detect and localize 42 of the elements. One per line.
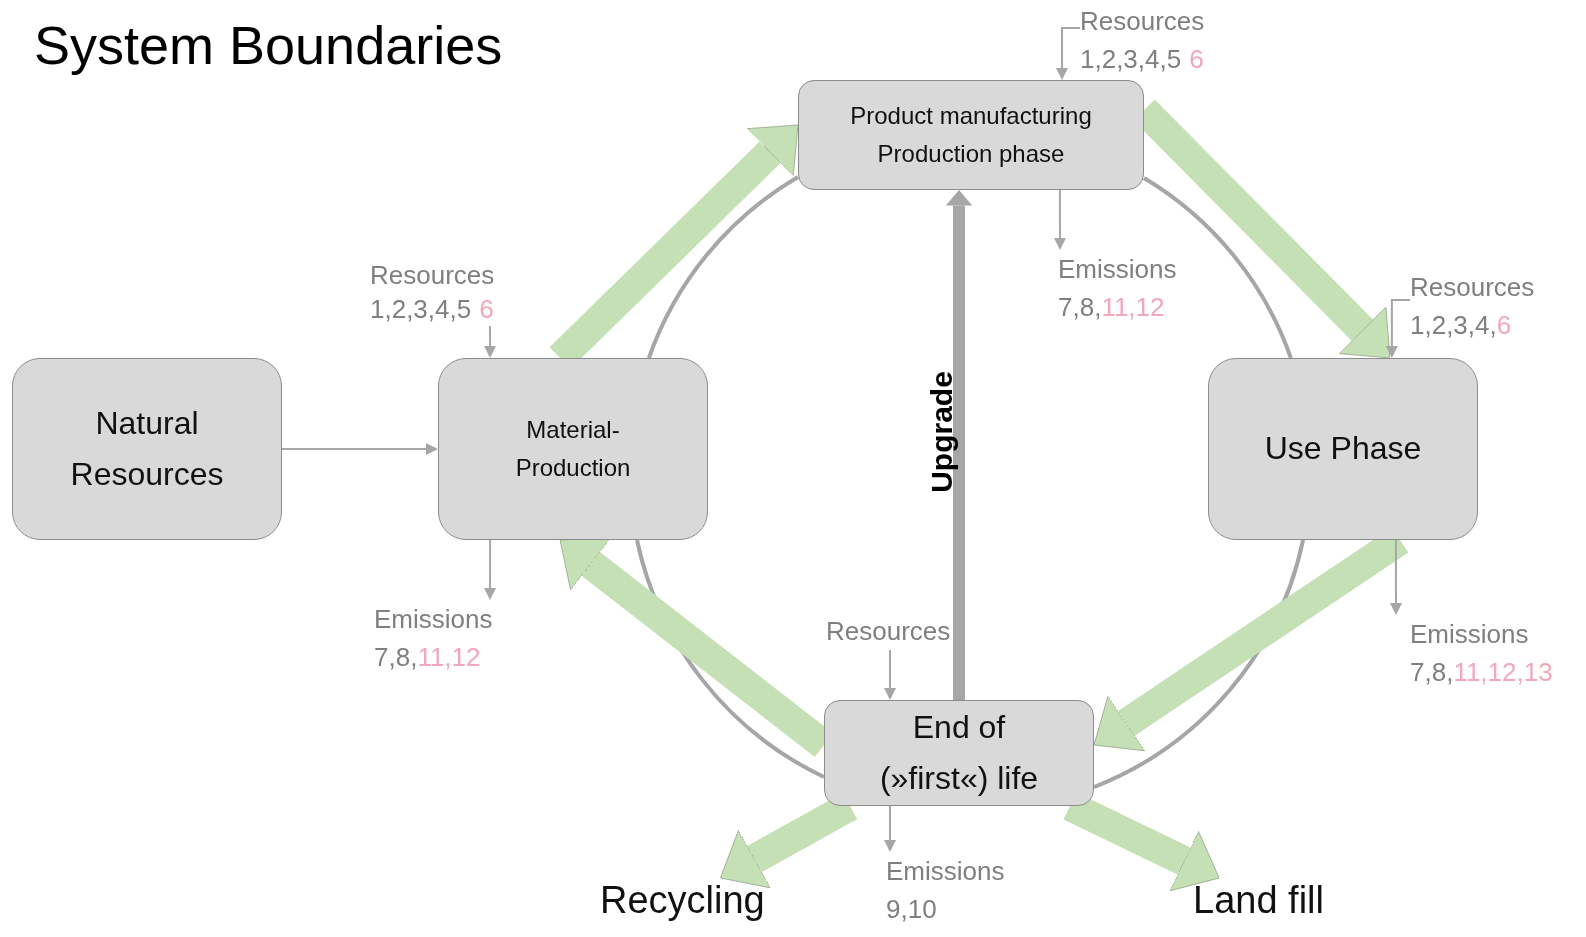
arrow bbox=[484, 325, 497, 358]
process-box: Natural Resources bbox=[12, 358, 282, 540]
flow-heading: Emissions bbox=[1410, 619, 1529, 649]
arrow bbox=[484, 539, 496, 600]
highlighted-numbers: 6 bbox=[1496, 310, 1512, 340]
flow-heading: Resources bbox=[1410, 272, 1535, 302]
flow-heading: Resources bbox=[1080, 6, 1205, 36]
arrow bbox=[281, 443, 438, 455]
arrow bbox=[1385, 299, 1411, 358]
outcome-label: Land fill bbox=[1193, 878, 1324, 922]
process-box: Product manufacturing Production phase bbox=[798, 80, 1144, 190]
cycle-arc bbox=[1142, 176, 1293, 359]
process-box: Use Phase bbox=[1208, 358, 1478, 540]
substance-numbers: 1,2,3,4,5 bbox=[1080, 44, 1182, 74]
highlighted-numbers: 6 bbox=[1189, 44, 1204, 74]
arrow bbox=[1056, 27, 1081, 80]
arrow bbox=[884, 649, 896, 700]
flow-heading: Emissions bbox=[886, 856, 1005, 886]
highlighted-numbers: 11,12 bbox=[1101, 292, 1165, 322]
diagram-title: System Boundaries bbox=[34, 14, 503, 76]
flow-heading: Resources bbox=[826, 616, 951, 646]
cycle-arc bbox=[647, 175, 800, 359]
arrow bbox=[884, 805, 896, 852]
edge-label: Upgrade bbox=[924, 371, 959, 493]
process-box: Material- Production bbox=[438, 358, 708, 540]
substance-numbers: 7,8, bbox=[1410, 657, 1454, 687]
outcome-label: Recycling bbox=[600, 878, 765, 922]
arrow bbox=[1390, 539, 1402, 615]
substance-numbers: 1,2,3,4,5 bbox=[370, 294, 472, 324]
arrow bbox=[945, 190, 973, 700]
substance-numbers: 9,10 bbox=[886, 894, 937, 924]
substance-numbers: 7,8, bbox=[374, 642, 418, 672]
substance-numbers: 1,2,3,4, bbox=[1410, 310, 1497, 340]
flow-heading: Emissions bbox=[1058, 254, 1177, 284]
substance-numbers: 7,8, bbox=[1058, 292, 1102, 322]
process-box: End of (»first«) life bbox=[824, 700, 1094, 806]
highlighted-numbers: 6 bbox=[479, 294, 494, 324]
flow-heading: Emissions bbox=[374, 604, 493, 634]
highlighted-numbers: 11,12,13 bbox=[1453, 657, 1553, 687]
flow-heading: Resources bbox=[370, 260, 495, 290]
highlighted-numbers: 11,12 bbox=[417, 642, 481, 672]
arrow bbox=[1054, 189, 1066, 250]
